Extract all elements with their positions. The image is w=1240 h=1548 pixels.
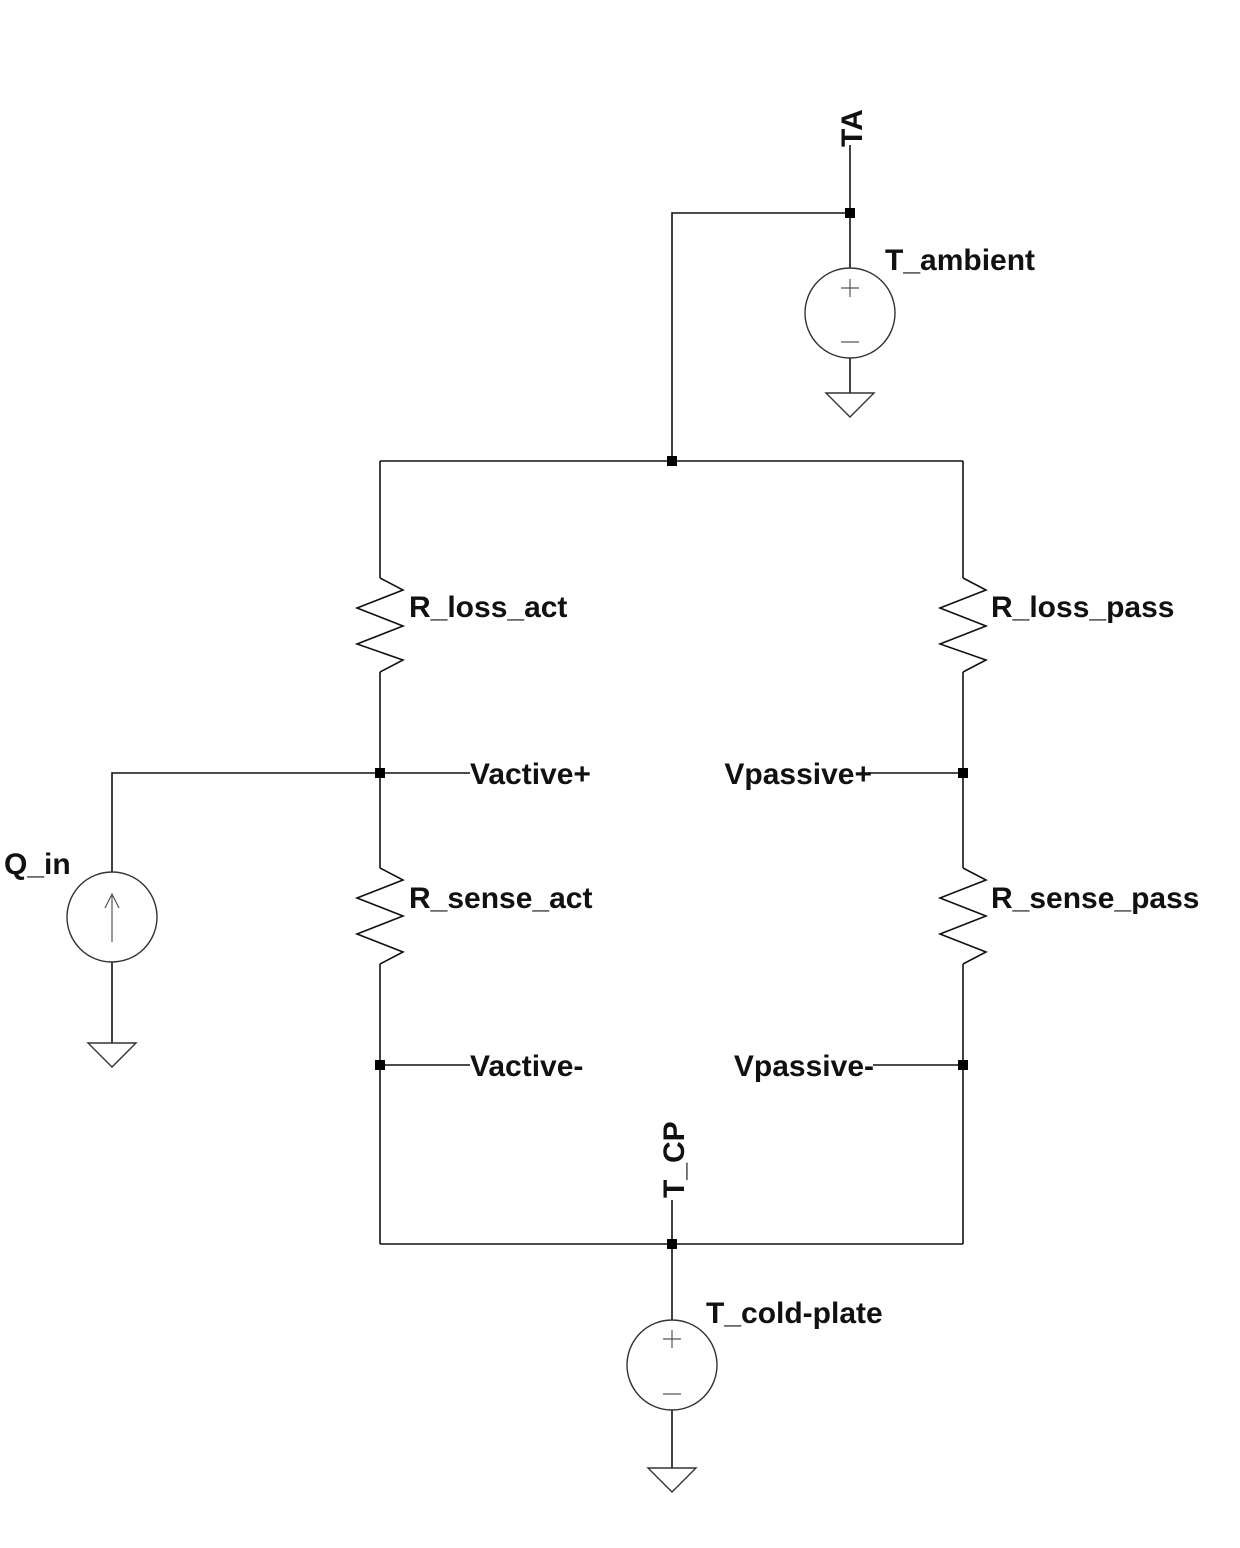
junction-dot-vpassive-minus: [958, 1060, 968, 1070]
resistors: [354, 577, 989, 965]
t-ambient-ground-icon: [824, 392, 876, 418]
net-label-vpassive-plus: Vpassive+: [724, 758, 872, 791]
net-label-ta: TA: [836, 109, 869, 147]
junction-dot-ta: [845, 208, 855, 218]
q-in-ground-icon: [86, 1042, 138, 1068]
net-label-vactive-minus: Vactive-: [470, 1050, 583, 1083]
t-cold-plate-ground-icon: [646, 1467, 698, 1493]
wire-ta-to-bridge: [671, 212, 850, 461]
net-label-t-cp: T_CP: [658, 1121, 691, 1198]
junction-dot-vpassive-plus: [958, 768, 968, 778]
net-label-vactive-plus: Vactive+: [470, 758, 591, 791]
junction-dot-t-cp: [667, 1239, 677, 1249]
junction-dot-vactive-minus: [375, 1060, 385, 1070]
r-loss-pass-resistor-icon: [937, 577, 989, 673]
component-label-t-ambient: T_ambient: [885, 244, 1035, 277]
wire-q-in-feed: [111, 772, 380, 872]
r-sense-act-resistor-icon: [354, 867, 406, 965]
labels: TA T_CP T_ambient T_cold-plate Q_in R_lo…: [4, 109, 1199, 1330]
component-label-r-sense-act: R_sense_act: [409, 882, 592, 915]
t-cold-plate-voltage-source-icon: [626, 1319, 718, 1411]
net-label-vpassive-minus: Vpassive-: [734, 1050, 874, 1083]
component-label-r-loss-pass: R_loss_pass: [991, 591, 1174, 624]
junction-dot-top-rail: [667, 456, 677, 466]
q-in-current-source-icon: [66, 871, 158, 963]
component-label-r-loss-act: R_loss_act: [409, 591, 567, 624]
t-ambient-voltage-source-icon: [804, 267, 896, 359]
junctions: [375, 208, 968, 1249]
component-label-r-sense-pass: R_sense_pass: [991, 882, 1199, 915]
r-loss-act-resistor-icon: [354, 577, 406, 673]
r-sense-pass-resistor-icon: [937, 867, 989, 965]
component-label-t-cold-plate: T_cold-plate: [706, 1297, 883, 1330]
junction-dot-vactive-plus: [375, 768, 385, 778]
component-label-q-in: Q_in: [4, 848, 71, 881]
